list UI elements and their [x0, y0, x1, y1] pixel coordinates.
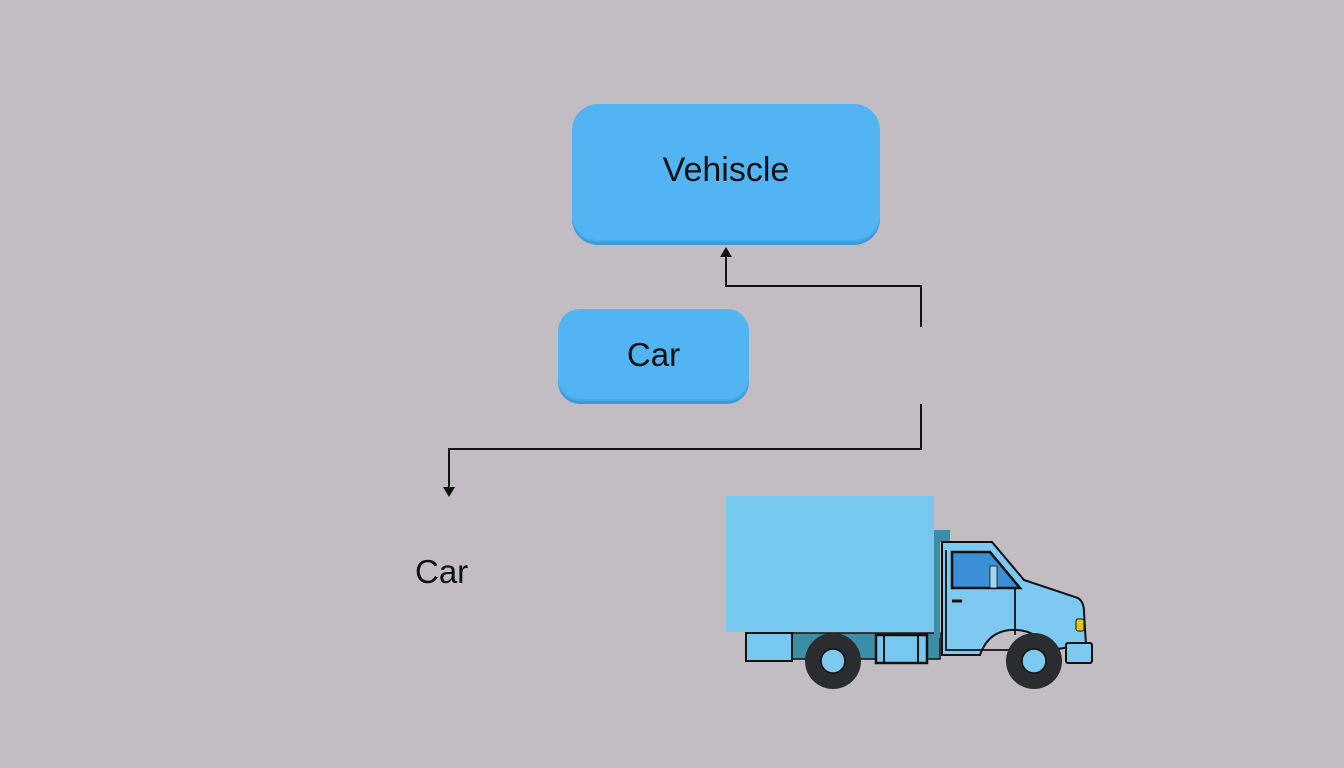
truck-rear-box: [745, 632, 793, 662]
vehicle-node[interactable]: Vehiscle: [572, 104, 880, 242]
truck-illustration: [726, 496, 1093, 689]
car-node-label: Car: [626, 336, 681, 373]
truck-window: [950, 550, 1023, 590]
truck-headlight: [1075, 618, 1085, 632]
truck-cargo-box: [726, 496, 934, 632]
connector-to-car-label: [443, 404, 922, 497]
car-node[interactable]: Car: [558, 309, 749, 401]
truck-front-wheel: [1006, 633, 1062, 689]
car-free-label: Car: [415, 553, 469, 590]
connector-to-vehicle: [720, 247, 922, 327]
vehicle-node-label: Vehiscle: [662, 150, 790, 189]
truck-rear-wheel: [805, 633, 861, 689]
truck-front-bumper: [1065, 642, 1093, 664]
